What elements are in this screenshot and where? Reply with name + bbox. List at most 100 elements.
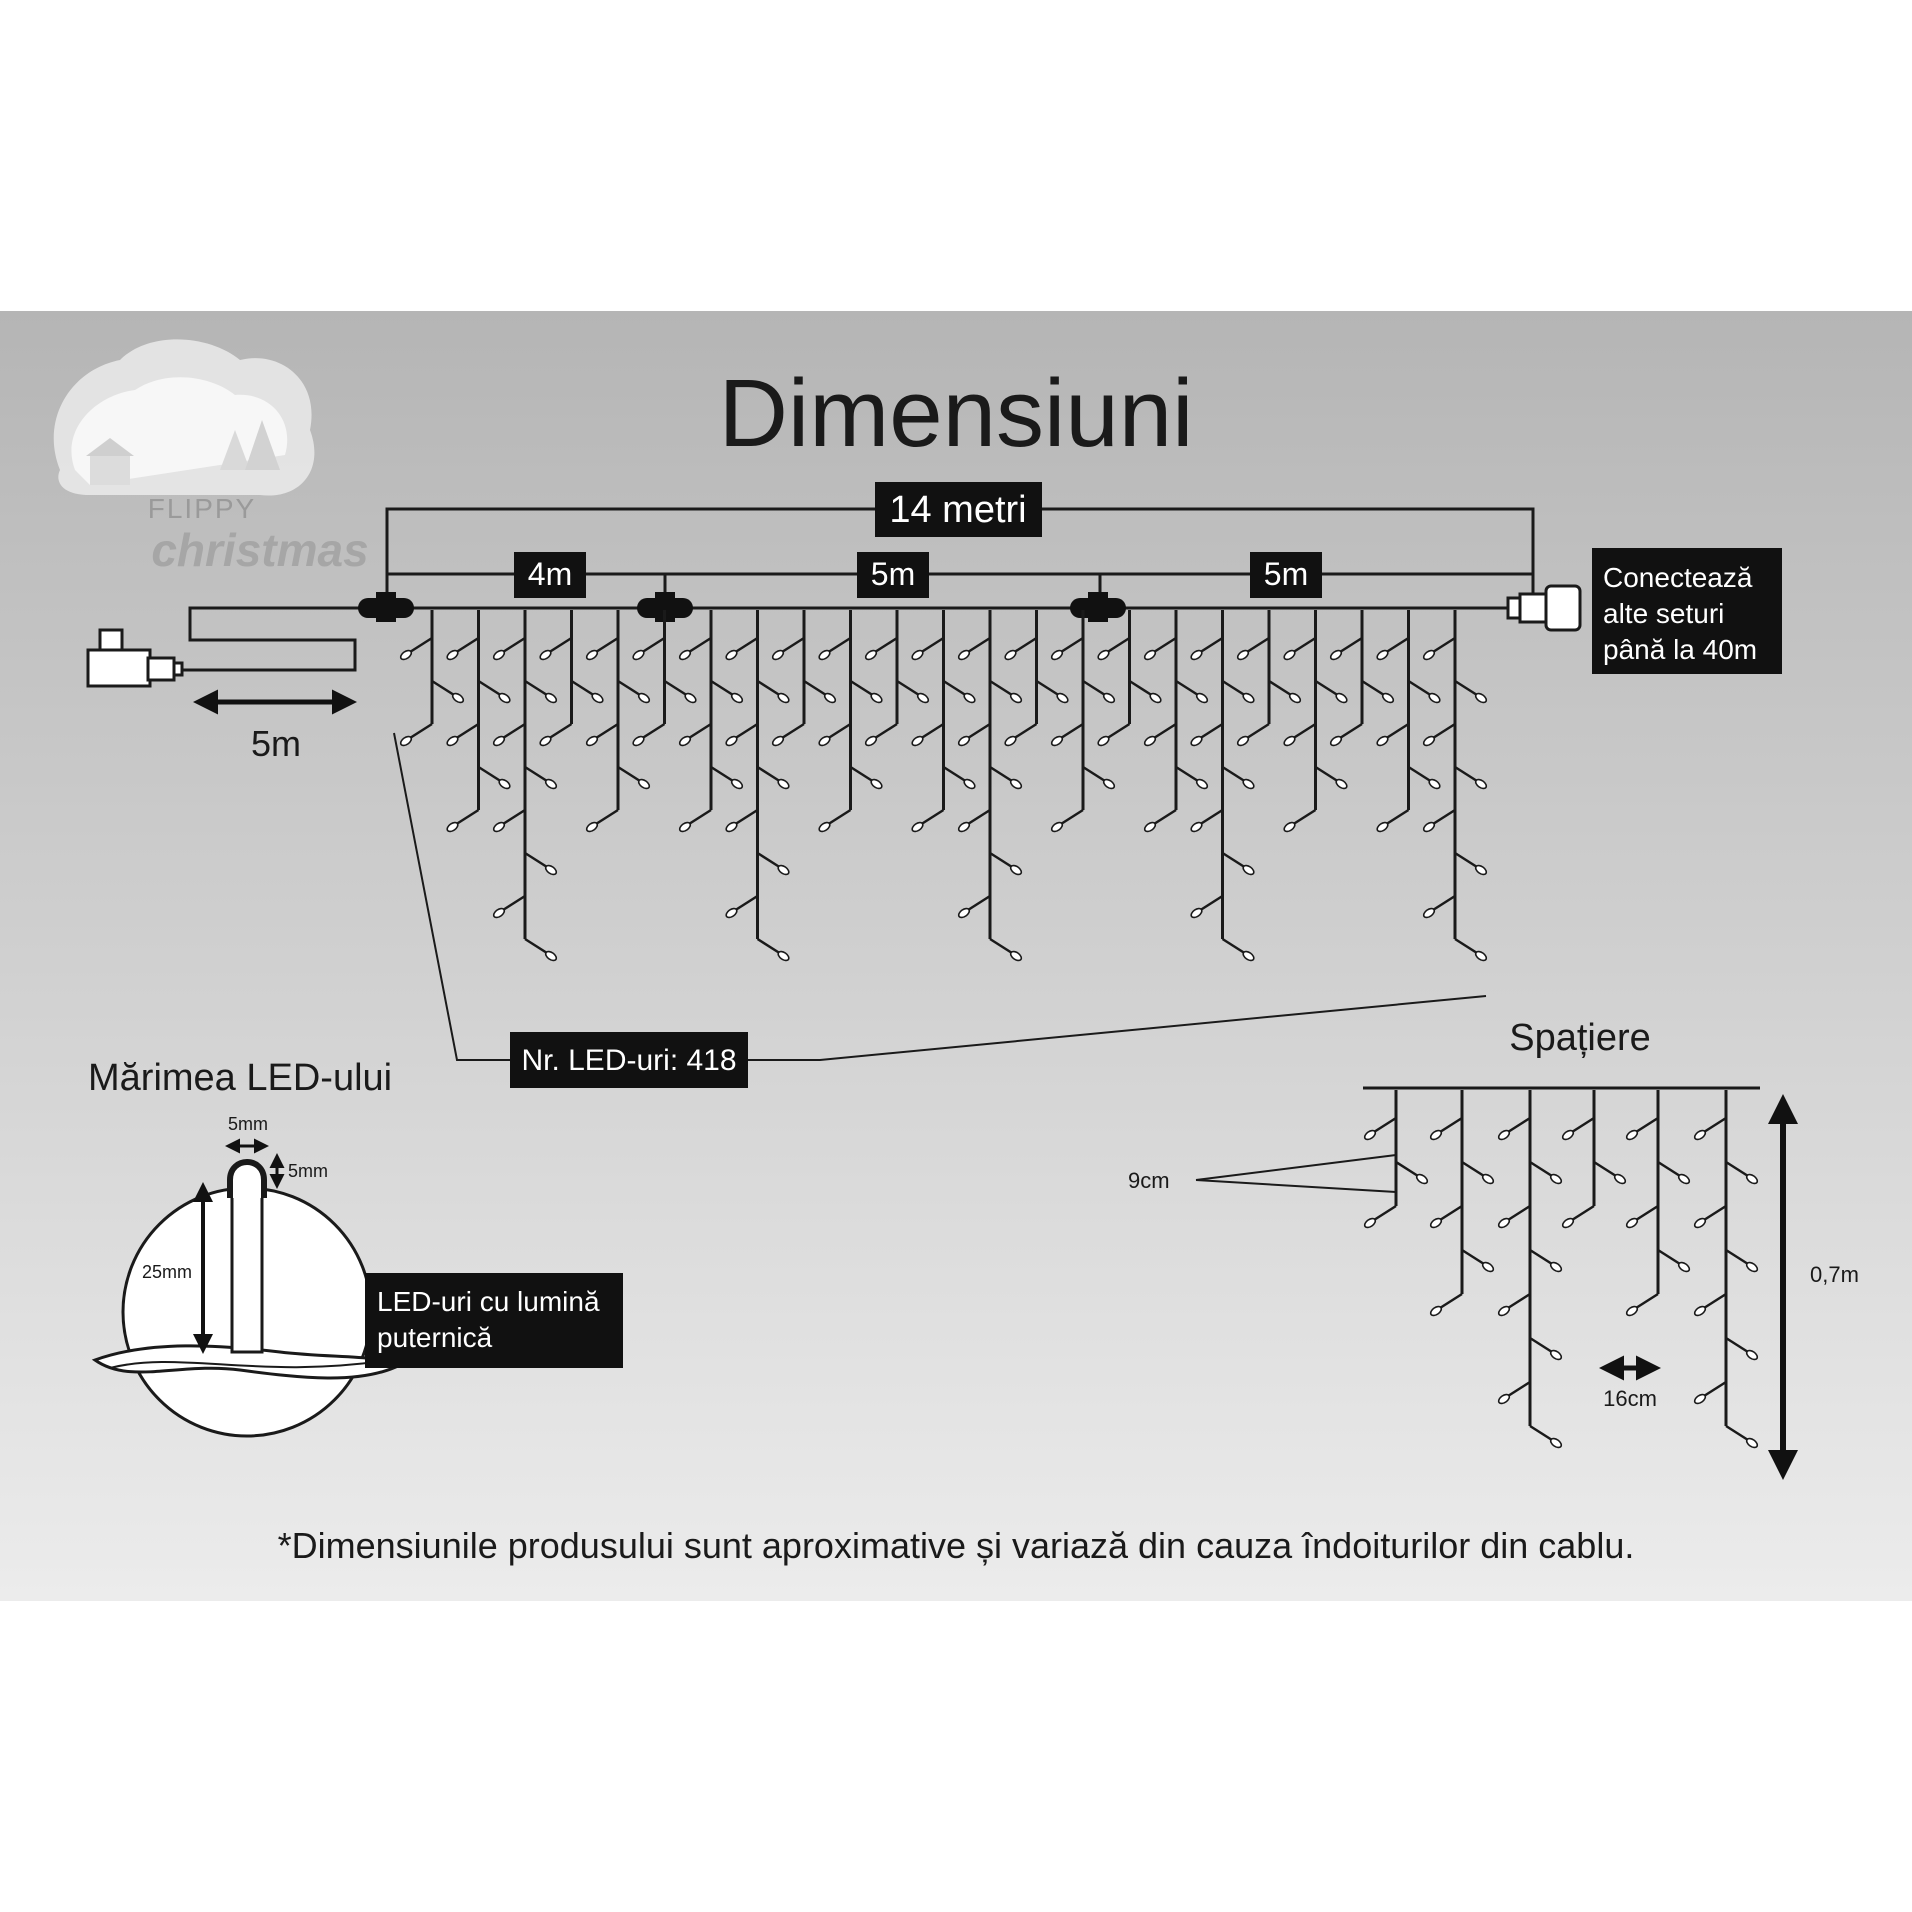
led-bulb bbox=[1195, 778, 1209, 790]
svg-text:alte seturi: alte seturi bbox=[1603, 598, 1724, 629]
led-bulb bbox=[1693, 1393, 1707, 1405]
led-bulb bbox=[1283, 735, 1296, 747]
led-bulb bbox=[777, 692, 790, 704]
svg-text:5m: 5m bbox=[871, 556, 915, 592]
led-bulb bbox=[1329, 735, 1343, 747]
led-count-callout bbox=[393, 732, 1487, 1061]
svg-text:5m: 5m bbox=[1264, 556, 1308, 592]
led-bulb bbox=[684, 692, 697, 704]
led-bulb bbox=[451, 692, 465, 704]
led-bulb bbox=[1549, 1437, 1563, 1449]
led-bulb bbox=[1745, 1437, 1759, 1449]
led-bulb bbox=[1381, 692, 1395, 704]
led-bulb bbox=[1745, 1349, 1759, 1361]
icicle-strands bbox=[399, 610, 1488, 962]
strand bbox=[864, 610, 930, 747]
strand bbox=[1561, 1090, 1627, 1229]
led-bulb bbox=[1102, 692, 1116, 704]
led-bulb bbox=[1625, 1305, 1639, 1317]
brand-logo: FLIPPY christmas bbox=[53, 339, 369, 576]
led-bulb bbox=[1561, 1217, 1575, 1229]
led-bulb bbox=[1497, 1217, 1511, 1229]
strand bbox=[1693, 1090, 1759, 1449]
led-bulb bbox=[1745, 1173, 1759, 1185]
led-bulb bbox=[539, 649, 552, 661]
led-bulb bbox=[399, 649, 413, 661]
led-bulb bbox=[498, 692, 511, 704]
led-bulb bbox=[1474, 778, 1488, 790]
led-bulb bbox=[1693, 1129, 1707, 1141]
led-bulb bbox=[1050, 649, 1064, 661]
label-segment-1: 4m bbox=[514, 552, 586, 598]
led-bulb bbox=[678, 821, 692, 833]
led-bulb bbox=[1004, 649, 1017, 661]
strand bbox=[1329, 610, 1395, 747]
led-bulb bbox=[1242, 950, 1255, 962]
svg-text:puternică: puternică bbox=[377, 1322, 493, 1353]
led-bulb bbox=[539, 735, 552, 747]
led-bulb bbox=[637, 778, 651, 790]
led-bulb bbox=[1335, 692, 1348, 704]
svg-text:până la 40m: până la 40m bbox=[1603, 634, 1757, 665]
led-bulb bbox=[544, 864, 558, 876]
led-bulb bbox=[1329, 649, 1343, 661]
led-bulb bbox=[544, 778, 558, 790]
strand bbox=[1283, 610, 1348, 833]
led-bulb bbox=[1613, 1173, 1627, 1185]
led-bulb bbox=[1376, 649, 1389, 661]
led-bulb bbox=[585, 735, 599, 747]
led-bulb bbox=[492, 649, 506, 661]
svg-text:LED-uri cu lumină: LED-uri cu lumină bbox=[377, 1286, 600, 1317]
led-bulb bbox=[1474, 950, 1488, 962]
page-title: Dimensiuni bbox=[719, 360, 1194, 467]
led-bulb bbox=[1102, 778, 1116, 790]
led-bulb bbox=[1190, 735, 1203, 747]
strand bbox=[1236, 610, 1302, 747]
led-bulb bbox=[1283, 649, 1296, 661]
led-bulb bbox=[1242, 864, 1255, 876]
led-bulb bbox=[1428, 692, 1441, 704]
led-bulb bbox=[1009, 864, 1023, 876]
led-bulb bbox=[446, 821, 459, 833]
led-bulb bbox=[957, 907, 971, 919]
strand bbox=[1625, 1090, 1691, 1317]
led-bulb bbox=[1363, 1129, 1377, 1141]
svg-text:Nr. LED-uri: 418: Nr. LED-uri: 418 bbox=[521, 1044, 736, 1077]
led-bulb bbox=[1335, 778, 1348, 790]
led-bulb bbox=[585, 821, 599, 833]
led-bulb bbox=[1363, 1217, 1377, 1229]
drop-spacing-callout bbox=[1195, 1154, 1397, 1193]
strand bbox=[1050, 610, 1116, 833]
led-bulb bbox=[1288, 692, 1302, 704]
led-bulb bbox=[498, 778, 511, 790]
led-bulb bbox=[911, 735, 924, 747]
led-bulb bbox=[963, 692, 976, 704]
led-bulb bbox=[870, 778, 883, 790]
led-bulb bbox=[1497, 1129, 1511, 1141]
strand bbox=[1422, 610, 1488, 962]
lead-length-label: 5m bbox=[251, 723, 301, 764]
strand bbox=[1363, 1090, 1429, 1229]
strand bbox=[771, 610, 837, 747]
led-bulb bbox=[1549, 1349, 1563, 1361]
led-bulb bbox=[1009, 692, 1023, 704]
strand bbox=[1004, 610, 1069, 747]
led-bulb bbox=[1497, 1305, 1511, 1317]
led-size-heading: Mărimea LED-ului bbox=[88, 1057, 392, 1099]
strand bbox=[818, 610, 883, 833]
led-bulb bbox=[725, 821, 738, 833]
strand bbox=[1376, 610, 1441, 833]
led-bulb bbox=[1422, 907, 1436, 919]
led-bulb bbox=[957, 821, 971, 833]
led-bulb bbox=[492, 907, 506, 919]
led-bulb bbox=[1422, 821, 1436, 833]
led-bulb bbox=[1097, 649, 1110, 661]
led-bulb bbox=[492, 821, 506, 833]
led-bulb bbox=[957, 649, 971, 661]
led-bulb bbox=[771, 735, 785, 747]
led-bulb bbox=[818, 649, 831, 661]
led-bulb bbox=[1481, 1261, 1495, 1273]
strand bbox=[1190, 610, 1255, 962]
led-bulb bbox=[1422, 735, 1436, 747]
led-bulb bbox=[637, 692, 651, 704]
